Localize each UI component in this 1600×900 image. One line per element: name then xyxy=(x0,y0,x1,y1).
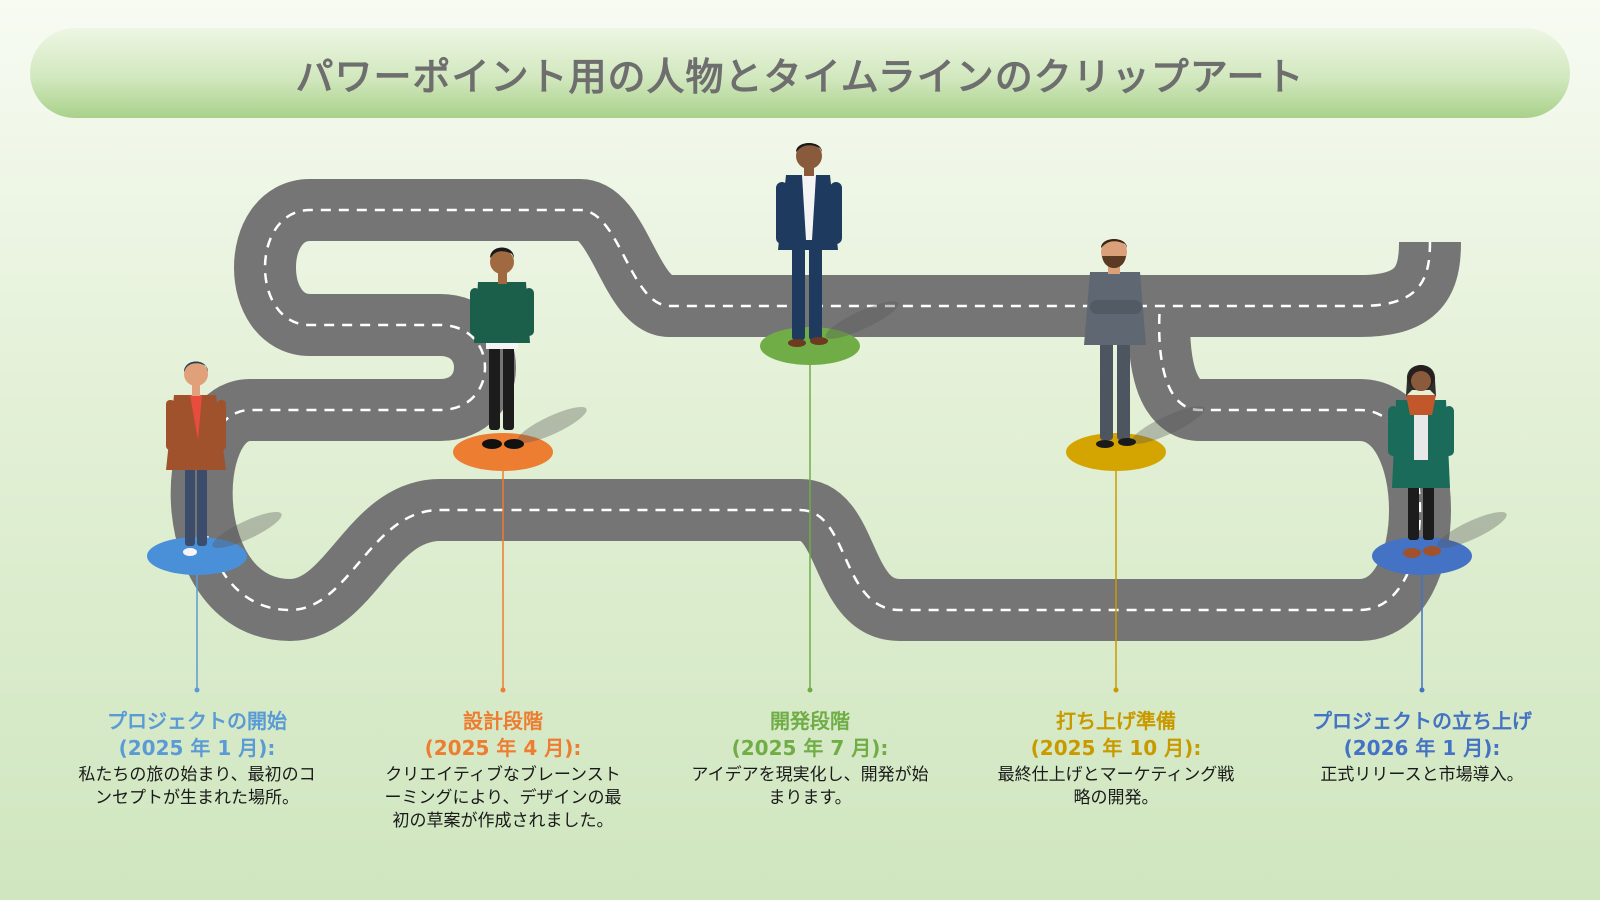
milestone-1-base xyxy=(147,537,247,575)
milestone-4-figure xyxy=(1066,239,1205,471)
road-center-line xyxy=(200,208,1432,612)
milestone-2-name: 設計段階 xyxy=(463,709,543,733)
person-icon xyxy=(166,361,226,556)
milestone-4-date: (2025 年 10 月): xyxy=(1030,736,1202,760)
milestone-2-date: (2025 年 4 月): xyxy=(424,736,582,760)
milestone-4-desc: 最終仕上げとマーケティング戦略の開発。 xyxy=(997,765,1235,808)
milestone-1-date: (2025 年 1 月): xyxy=(118,736,276,760)
milestone-1-desc: 私たちの旅の始まり、最初のコンセプトが生まれた場所。 xyxy=(78,765,316,808)
person-icon xyxy=(470,247,534,449)
milestone-5-figure xyxy=(1372,365,1507,575)
person-icon xyxy=(1388,365,1454,558)
milestone-3-info: 開発段階 (2025 年 7 月): アイデアを現実化し、開発が始まります。 xyxy=(690,708,930,810)
title-banner: パワーポイント用の人物とタイムラインのクリップアート xyxy=(30,28,1570,118)
person-icon xyxy=(1084,239,1146,448)
person-icon xyxy=(776,143,842,347)
milestone-3-figure xyxy=(760,143,899,365)
milestone-2-desc: クリエイティブなブレーンストーミングにより、デザインの最初の草案が作成されました… xyxy=(384,765,622,831)
milestone-5-info: プロジェクトの立ち上げ (2026 年 1 月): 正式リリースと市場導入。 xyxy=(1302,708,1542,787)
milestone-3-name: 開発段階 xyxy=(770,709,850,733)
milestone-1-info: プロジェクトの開始 (2025 年 1 月): 私たちの旅の始まり、最初のコンセ… xyxy=(77,708,317,810)
milestone-5-desc: 正式リリースと市場導入。 xyxy=(1320,765,1524,785)
milestone-2-figure xyxy=(453,247,587,471)
milestone-5-name: プロジェクトの立ち上げ xyxy=(1312,709,1532,733)
milestone-4-info: 打ち上げ準備 (2025 年 10 月): 最終仕上げとマーケティング戦略の開発… xyxy=(996,708,1236,810)
milestone-3-date: (2025 年 7 月): xyxy=(731,736,889,760)
milestone-4-name: 打ち上げ準備 xyxy=(1056,709,1176,733)
page-title: パワーポイント用の人物とタイムラインのクリップアート xyxy=(295,54,1305,99)
milestone-1-figure xyxy=(147,361,282,575)
milestone-3-desc: アイデアを現実化し、開発が始まります。 xyxy=(691,765,929,808)
milestone-4-base xyxy=(1066,433,1166,471)
milestone-3-base xyxy=(760,327,860,365)
milestone-1-name: プロジェクトの開始 xyxy=(107,709,287,733)
milestone-2-base xyxy=(453,433,553,471)
milestone-5-base xyxy=(1372,537,1472,575)
milestone-5-date: (2026 年 1 月): xyxy=(1343,736,1501,760)
milestone-2-info: 設計段階 (2025 年 4 月): クリエイティブなブレーンストーミングにより… xyxy=(383,708,623,833)
